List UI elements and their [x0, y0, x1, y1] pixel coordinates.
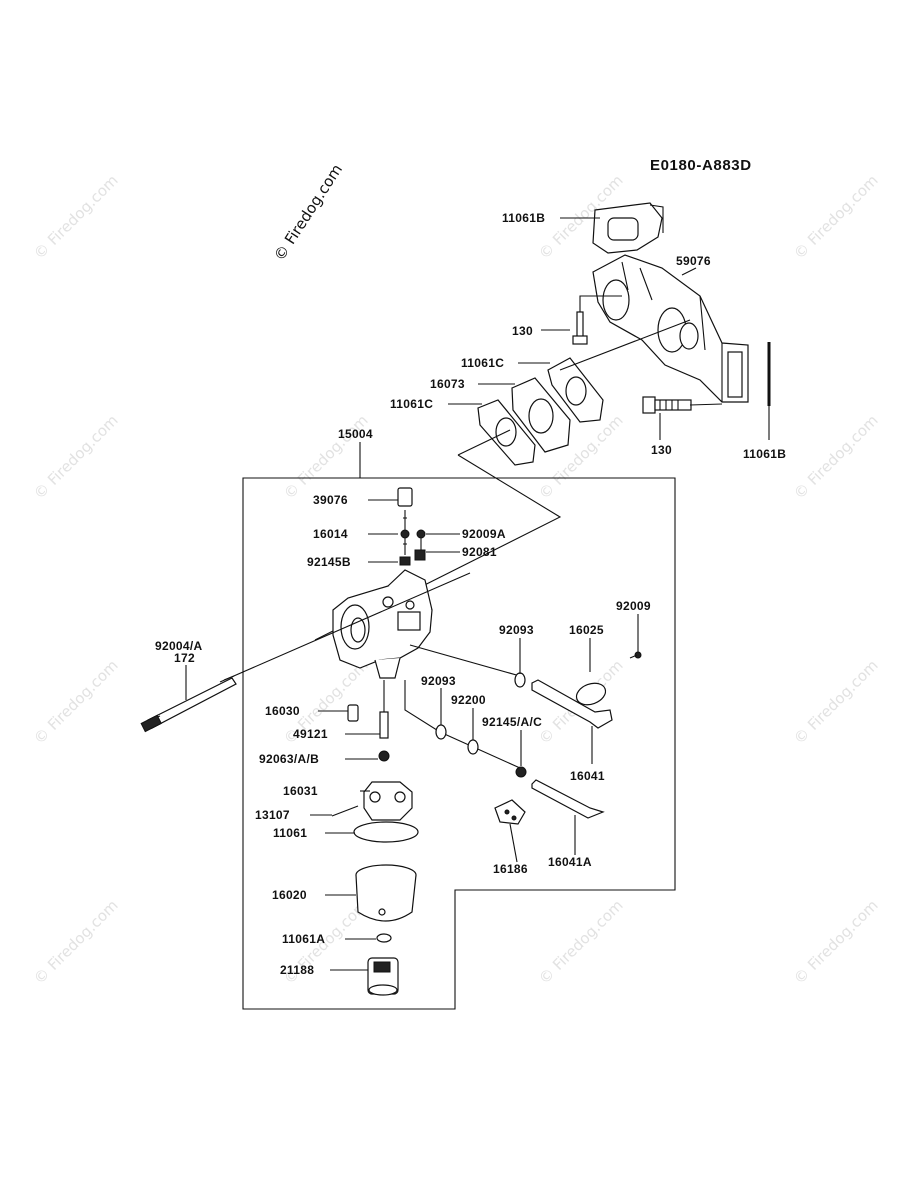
carburetor-body [332, 569, 433, 679]
washer-92093-a [514, 672, 526, 688]
float-bowl-16020 [355, 864, 417, 922]
part-label: 49121 [293, 727, 328, 741]
watermark: © Firedog.com [790, 171, 882, 263]
solenoid-21188 [367, 957, 399, 996]
screw-92009 [629, 651, 642, 659]
part-label: 16186 [493, 862, 528, 876]
screw-92004a [140, 675, 237, 733]
bolt-130-a [572, 295, 622, 345]
shaft-16041 [531, 679, 613, 729]
part-labels: 11061B 59076 130 11061C 16073 11061C 130… [155, 211, 786, 977]
part-label: 92081 [462, 545, 497, 559]
part-label: 16020 [272, 888, 307, 902]
watermark-main: © Firedog.com [270, 161, 346, 264]
part-label: 59076 [676, 254, 711, 268]
part-label: 92009 [616, 599, 651, 613]
part-label: 11061A [282, 932, 325, 946]
plate-16186 [494, 799, 526, 825]
part-label: 16025 [569, 623, 604, 637]
washer-92200 [467, 739, 479, 755]
part-label: 13107 [255, 808, 290, 822]
part-92081 [414, 549, 426, 561]
guide-line [409, 644, 521, 677]
part-16030 [347, 704, 359, 722]
washer-92093-b [435, 724, 447, 740]
manifold-59076 [592, 254, 749, 403]
part-label: 11061 [273, 826, 307, 840]
tube-49121 [379, 680, 389, 739]
watermark: © Firedog.com [790, 656, 882, 748]
part-label: 15004 [338, 427, 373, 441]
gasket-11061b-top [592, 202, 664, 254]
part-label: 11061C [390, 397, 433, 411]
part-label: 11061C [461, 356, 504, 370]
part-label: 92063/A/B [259, 752, 319, 766]
watermark: © Firedog.com [280, 411, 372, 503]
part-label: 172 [174, 651, 195, 665]
part-label: 39076 [313, 493, 348, 507]
part-label: 92093 [499, 623, 534, 637]
float-16031 [363, 781, 413, 821]
guide-line [404, 680, 521, 769]
part-label: 11061B [743, 447, 786, 461]
bolt-130-b [642, 396, 692, 414]
part-label: 130 [651, 443, 672, 457]
part-label: 16030 [265, 704, 300, 718]
part-label: 92093 [421, 674, 456, 688]
part-label: 92200 [451, 693, 486, 707]
watermark: © Firedog.com [30, 411, 122, 503]
watermark: © Firedog.com [790, 411, 882, 503]
part-label: 11061B [502, 211, 545, 225]
pin-13107 [331, 805, 359, 817]
guide-line [219, 572, 471, 683]
gasket-11061 [353, 821, 419, 843]
spacer-16073 [511, 377, 571, 453]
leader-lines [185, 217, 770, 971]
watermark: © Firedog.com [535, 896, 627, 988]
assembly-outline [242, 477, 676, 1010]
part-label: 16073 [430, 377, 465, 391]
jet-92063ab [378, 750, 390, 762]
part-label: 16041A [548, 855, 592, 869]
spring-92145ac [515, 766, 527, 778]
shaft-16041a [531, 779, 605, 819]
watermark: © Firedog.com [30, 171, 122, 263]
diagram-code: E0180-A883D [650, 157, 752, 174]
watermark: © Firedog.com [30, 656, 122, 748]
guide-line [689, 403, 723, 406]
spring-92145b [399, 556, 411, 566]
guide-line [559, 319, 691, 371]
screw-92009a [416, 529, 426, 550]
part-label: 92145/A/C [482, 715, 542, 729]
watermark: © Firedog.com [790, 896, 882, 988]
part-label: 92004/A [155, 639, 203, 653]
part-label: 16041 [570, 769, 605, 783]
part-label: 16014 [313, 527, 348, 541]
needle-16014 [400, 510, 410, 555]
part-label: 130 [512, 324, 533, 338]
part-label: 21188 [280, 963, 314, 977]
part-label: 92009A [462, 527, 506, 541]
gasket-11061c-a [547, 357, 604, 423]
washer-11061a [376, 933, 392, 943]
part-label: 16031 [283, 784, 318, 798]
watermark: © Firedog.com [30, 896, 122, 988]
guide-line [457, 429, 511, 456]
part-label: 92145B [307, 555, 351, 569]
jet-39076 [397, 487, 413, 507]
